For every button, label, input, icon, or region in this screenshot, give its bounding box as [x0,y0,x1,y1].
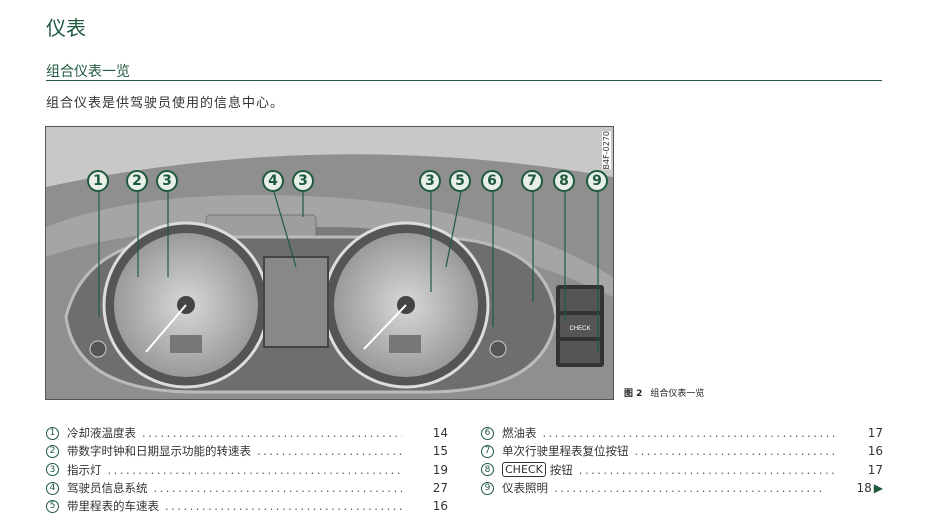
callout-6: 6 [481,170,503,192]
figure-caption: 图 2 组合仪表一览 [624,386,704,399]
item-label: 燃油表 [502,426,537,441]
instrument-cluster-figure: CHECK B4F-0270 [45,126,614,400]
item-label: 指示灯 [67,462,102,477]
item-label: 带数字时钟和日期显示功能的转速表 [67,444,251,459]
item-number: 1 [46,426,59,440]
leader-dots: ........................................… [142,426,402,441]
item-number: 7 [481,444,494,458]
item-label: 带里程表的车速表 [67,499,159,514]
callout-9: 9 [586,170,608,192]
caption-number: 图 2 [624,389,643,399]
callout-4: 4 [262,170,284,192]
callout-3: 3 [292,170,314,192]
legend-item: 3 指示灯....................................… [46,461,448,479]
callout-3: 3 [156,170,178,192]
callout-2: 2 [126,170,148,192]
item-page[interactable]: 17 [867,462,883,477]
item-label: 驾驶员信息系统 [67,481,148,496]
legend-item: 7 单次行驶里程表复位按钮............................… [481,442,883,460]
figure-code: B4F-0270 [602,131,611,170]
legend-item: 2 带数字时钟和日期显示功能的转速表.......................… [46,442,448,460]
item-page[interactable]: 17 [867,426,883,441]
section-title: 组合仪表一览 [46,64,130,80]
item-label: 仪表照明 [502,481,548,496]
item-number: 4 [46,481,59,495]
next-page-arrow-icon[interactable]: ▶ [873,481,883,496]
callout-1: 1 [87,170,109,192]
item-label: 冷却液温度表 [67,426,136,441]
item-page[interactable]: 15 [432,444,448,459]
item-page[interactable]: 18 [856,481,872,496]
legend-item: 4 驾驶员信息系统................................… [46,479,448,497]
item-number: 5 [46,499,59,513]
callout-7: 7 [521,170,543,192]
legend-item: 9 仪表照明...................................… [481,479,883,497]
item-page[interactable]: 16 [432,499,448,514]
leader-dots: ........................................… [107,462,403,477]
leader-dots: ........................................… [165,499,402,514]
leader-dots: ........................................… [153,481,403,496]
item-number: 8 [481,463,494,477]
item-number: 6 [481,426,494,440]
intro-text: 组合仪表是供驾驶员使用的信息中心。 [46,96,285,111]
section-divider [46,80,882,81]
legend-list-right: 6 燃油表....................................… [481,424,883,497]
leader-dots: ........................................… [554,481,826,496]
leader-dots: ........................................… [578,462,837,477]
item-page[interactable]: 19 [432,462,448,477]
item-number: 9 [481,481,494,495]
callout-5: 5 [449,170,471,192]
item-number: 3 [46,463,59,477]
item-label: 按钮 [549,462,573,477]
item-page[interactable]: 14 [432,426,448,441]
leader-dots: ........................................… [634,444,838,459]
callout-8: 8 [553,170,575,192]
item-page[interactable]: 16 [867,444,883,459]
legend-item: 1 冷却液温度表.................................… [46,424,448,442]
check-key-label: CHECK [569,326,590,332]
item-number: 2 [46,444,59,458]
legend-item: 6 燃油表....................................… [481,424,883,442]
leader-dots: ........................................… [542,426,838,441]
leader-dots: ........................................… [257,444,402,459]
caption-text: 组合仪表一览 [650,389,705,399]
cluster-illustration: CHECK [46,127,613,399]
check-button-label: CHECK [502,462,546,478]
page-title: 仪表 [46,16,86,40]
legend-list-left: 1 冷却液温度表.................................… [46,424,448,515]
legend-item: 5 带里程表的车速表...............................… [46,497,448,515]
item-label: 单次行驶里程表复位按钮 [502,444,629,459]
callout-3: 3 [419,170,441,192]
item-page[interactable]: 27 [432,481,448,496]
